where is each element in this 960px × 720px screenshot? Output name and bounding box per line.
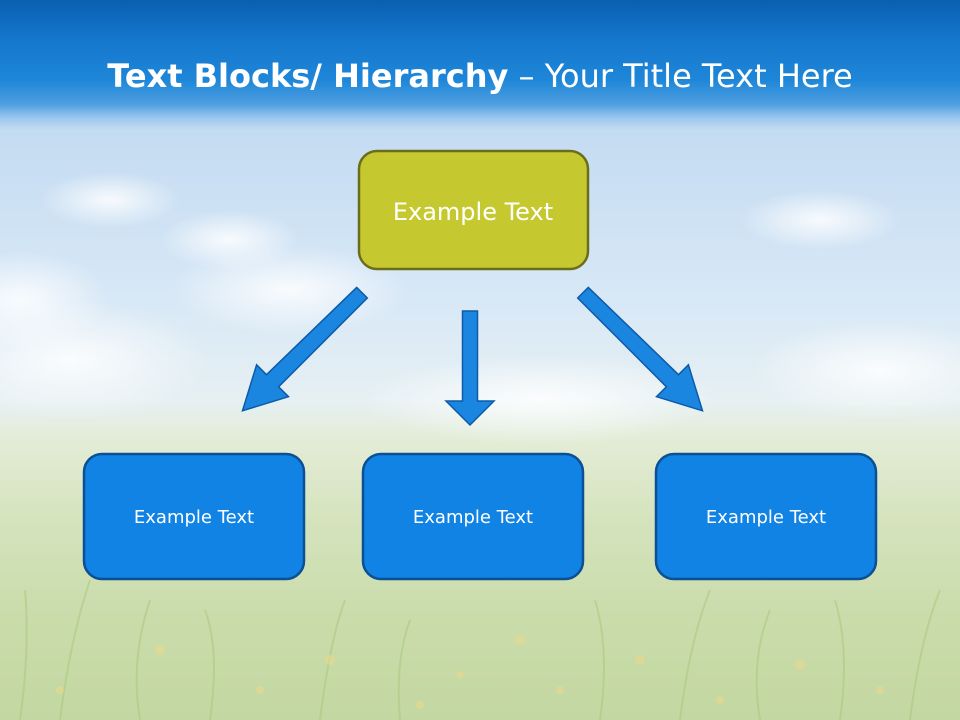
child-node-3[interactable]: Example Text — [654, 452, 878, 581]
child-node-2-label: Example Text — [413, 507, 533, 528]
title-band — [0, 0, 960, 130]
title-bold-part: Text Blocks/ Hierarchy — [107, 57, 509, 95]
root-node-label: Example Text — [393, 198, 553, 226]
root-node[interactable]: Example Text — [357, 149, 590, 271]
arrow-right — [576, 286, 704, 412]
child-node-2[interactable]: Example Text — [361, 452, 585, 581]
title-dash: – — [508, 57, 545, 95]
child-node-1-label: Example Text — [134, 507, 254, 528]
arrow-left — [241, 286, 369, 412]
child-node-1[interactable]: Example Text — [82, 452, 306, 581]
arrow-center — [444, 310, 496, 427]
child-node-3-label: Example Text — [706, 507, 826, 528]
title-rest: Your Title Text Here — [544, 57, 853, 95]
slide-title: Text Blocks/ Hierarchy – Your Title Text… — [0, 56, 960, 96]
